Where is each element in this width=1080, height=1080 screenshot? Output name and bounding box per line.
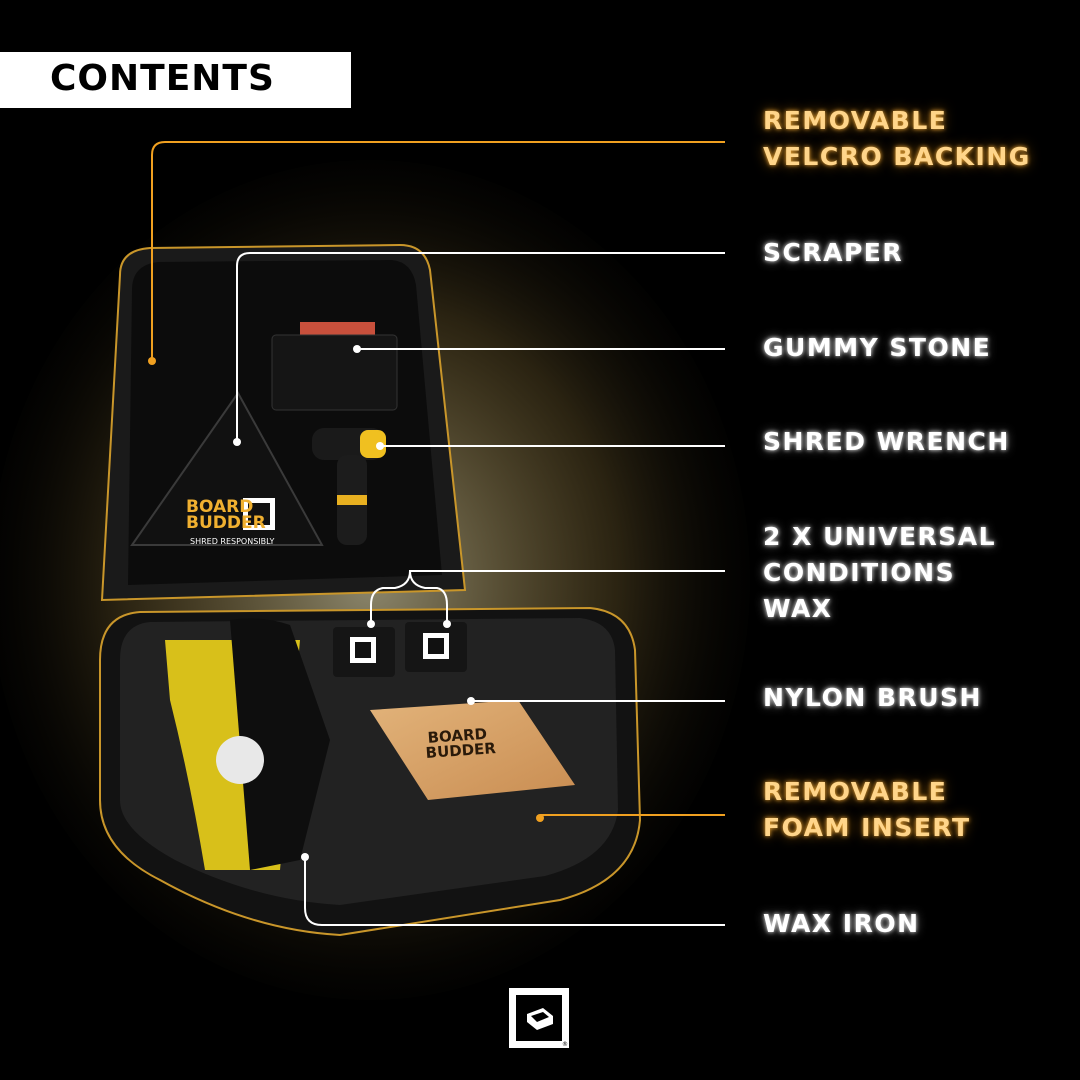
brush-brand-1: BOARD [427, 725, 488, 747]
callout-dots [148, 345, 544, 861]
callout-lines [151, 141, 725, 926]
shred-wrench [312, 428, 386, 545]
label-universal-conditions-wax: 2 X UNIVERSAL CONDITIONS WAX [763, 522, 997, 623]
line-velcro [151, 141, 725, 360]
wax-blocks [333, 622, 467, 677]
label-nylon-brush: NYLON BRUSH [763, 683, 982, 712]
label-wax-iron: WAX IRON [763, 909, 920, 938]
contents-badge: CONTENTS [0, 52, 351, 108]
logo-mark [527, 1008, 553, 1030]
brush-brand-2: BUDDER [425, 739, 497, 762]
scraper-brand-2: BUDDER [186, 513, 266, 533]
label-gummy-stone: GUMMY STONE [763, 333, 992, 362]
line-wax-b [409, 570, 448, 622]
line-wax-a [370, 570, 725, 622]
scraper-brand-1: BOARD [186, 497, 253, 517]
case-lid [100, 243, 467, 602]
label-removable-foam-insert: REMOVABLE FOAM INSERT [763, 777, 971, 842]
board-budder-logo-icon: ® [509, 988, 569, 1048]
scraper-tagline: SHRED RESPONSIBLY [190, 537, 275, 546]
scraper: BOARD BUDDER SHRED RESPONSIBLY [130, 391, 324, 546]
contents-title: CONTENTS [50, 58, 275, 99]
label-shred-wrench: SHRED WRENCH [763, 427, 1010, 456]
label-scraper: SCRAPER [763, 238, 904, 267]
label-removable-velcro-backing: REMOVABLE VELCRO BACKING [763, 106, 1031, 171]
mesh-pocket [271, 334, 398, 411]
nylon-brush: BOARD BUDDER [370, 700, 575, 800]
line-scraper [236, 252, 725, 440]
line-iron [304, 858, 725, 926]
wax-iron [165, 618, 330, 870]
